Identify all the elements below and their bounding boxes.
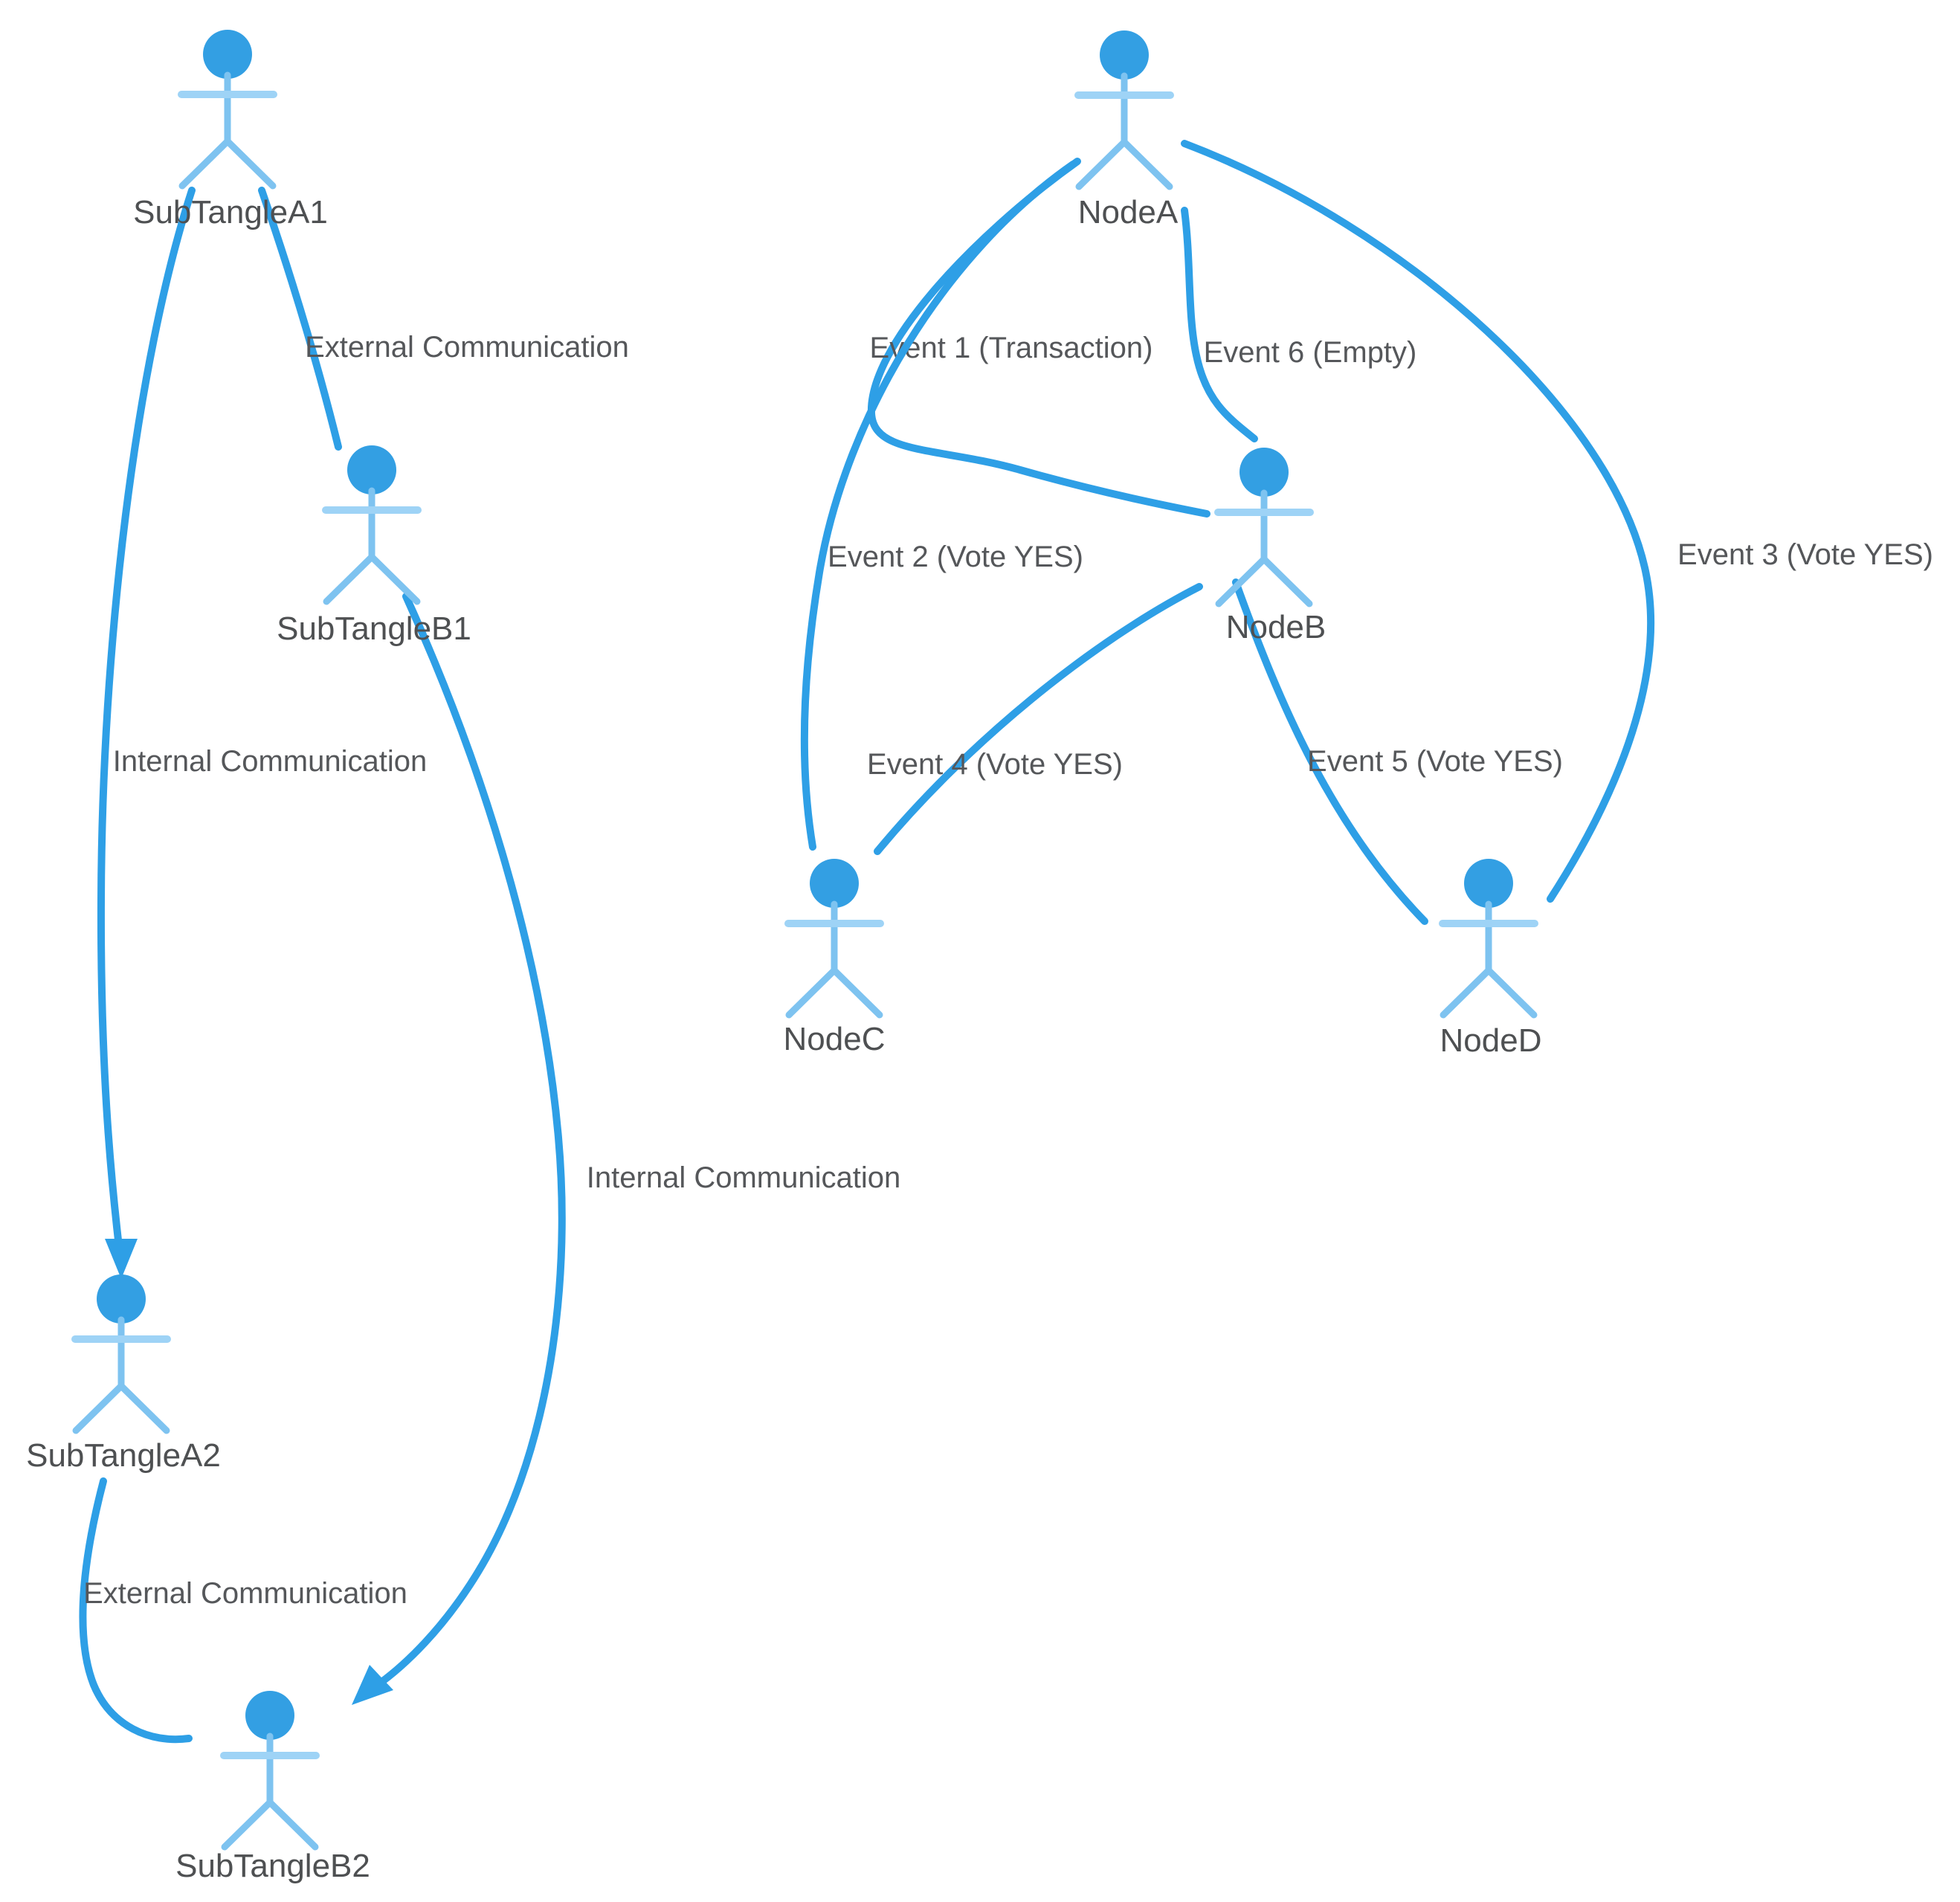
edge-line [1181,207,1258,442]
person-icon [75,1274,167,1431]
edge-line [867,158,1211,518]
actor-label-subtanglea2: SubTangleA2 [26,1437,221,1474]
edge-label-external-communication-top: External Communication [305,331,629,364]
edge-label-event-5: Event 5 (Vote YES) [1307,745,1563,778]
person-icon [1442,859,1535,1015]
edge-event-6-empty: Event 6 (Empty) [1181,207,1417,442]
edge-event-1-transaction: Event 1 (Transaction) [867,158,1211,518]
edge-line [800,161,1077,851]
person-icon [224,1691,316,1847]
edge-line [1181,140,1654,903]
edge-line [258,187,342,451]
actor-label-subtangleb2: SubTangleB2 [175,1848,370,1884]
edge-label-event-1: Event 1 (Transaction) [870,332,1153,364]
person-icon [326,445,418,602]
edge-internal-communication-left: Internal Communication [97,187,427,1279]
edge-event-3-vote-yes: Event 3 (Vote YES) [1181,140,1933,903]
person-icon [1078,30,1170,187]
arrowhead-icon [352,1665,393,1705]
edge-line [1232,578,1428,925]
edge-line [79,1477,193,1744]
person-icon [788,859,880,1015]
edge-line [363,593,566,1696]
edge-label-event-4: Event 4 (Vote YES) [867,748,1123,781]
edge-label-event-2: Event 2 (Vote YES) [828,541,1083,573]
edge-event-5-vote-yes: Event 5 (Vote YES) [1232,578,1563,925]
edge-label-internal-communication-left: Internal Communication [113,745,427,778]
actor-label-nodeb: NodeB [1226,609,1326,645]
person-icon [1218,448,1310,604]
edge-external-communication-bottom: External Communication [79,1477,407,1744]
actor-subtanglea2: SubTangleA2 [26,1274,221,1474]
arrowhead-icon [105,1239,138,1279]
edge-line [874,583,1203,855]
edge-event-4-vote-yes: Event 4 (Vote YES) [867,583,1203,855]
actor-label-subtanglea1: SubTangleA1 [133,194,328,231]
actor-subtangleb2: SubTangleB2 [175,1691,370,1884]
actor-label-subtangleb1: SubTangleB1 [277,610,471,647]
edge-internal-communication-middle: Internal Communication [352,593,900,1705]
actor-subtangleb1: SubTangleB1 [277,445,471,647]
actor-nodec: NodeC [784,859,886,1057]
person-icon [181,30,274,186]
edge-label-internal-communication-middle: Internal Communication [587,1161,900,1194]
edge-line [97,187,196,1257]
actor-noded: NodeD [1440,859,1542,1059]
edge-label-event-6: Event 6 (Empty) [1204,336,1417,369]
actor-label-nodec: NodeC [784,1021,886,1057]
actor-label-nodea: NodeA [1078,194,1179,231]
edge-label-external-communication-bottom: External Communication [83,1577,407,1610]
edge-label-event-3: Event 3 (Vote YES) [1677,538,1933,571]
actor-nodea: NodeA [1078,30,1179,231]
edge-external-communication-top: External Communication [258,187,629,451]
actor-nodeb: NodeB [1218,448,1326,645]
actor-label-noded: NodeD [1440,1022,1542,1059]
actor-subtanglea1: SubTangleA1 [133,30,328,231]
edge-event-2-vote-yes: Event 2 (Vote YES) [800,161,1083,851]
